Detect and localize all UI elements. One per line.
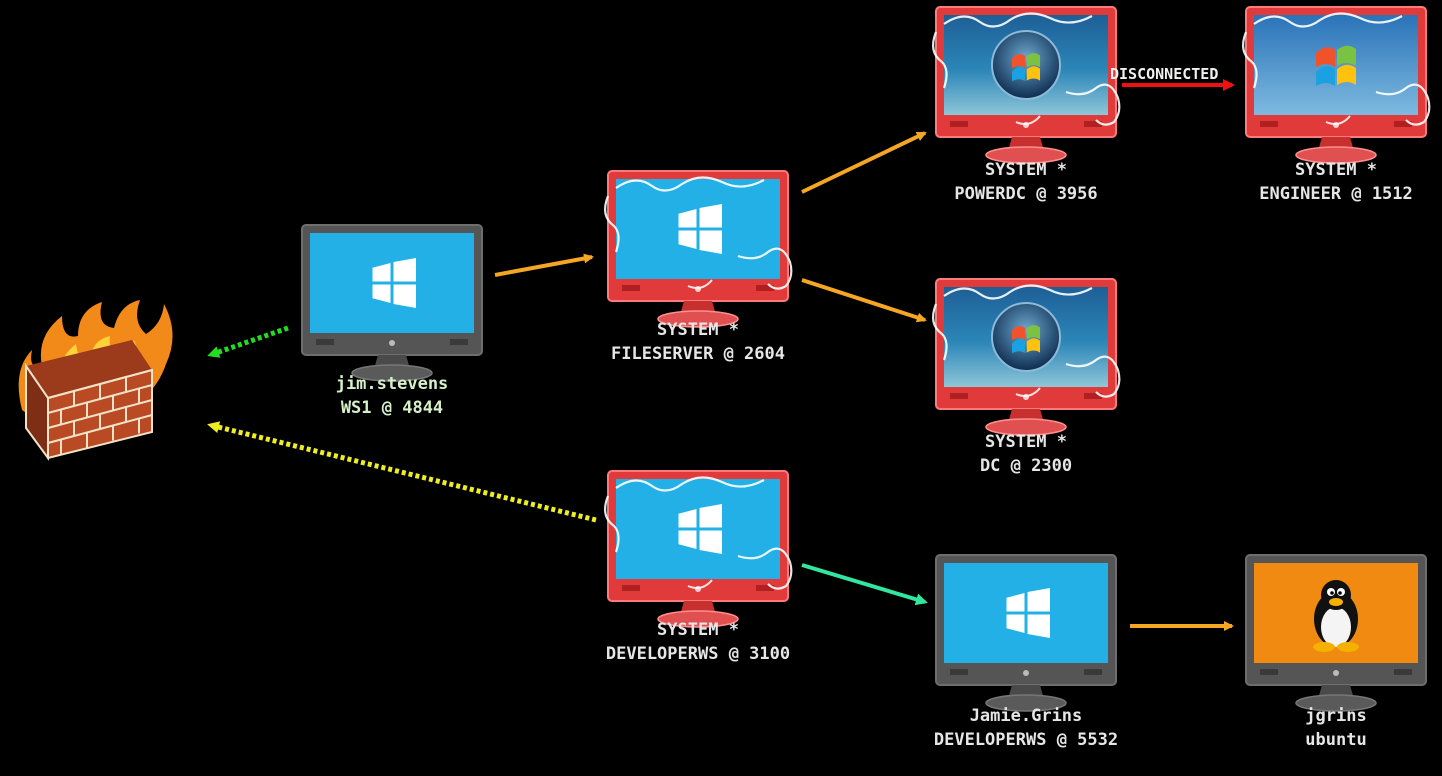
node-account: jim.stevens [335, 374, 449, 394]
windows8-logo-icon [372, 258, 416, 308]
node-label-developerws3100: SYSTEM * DEVELOPERWS @ 3100 [606, 618, 790, 666]
edges-layer [207, 79, 1235, 631]
edge-label-powerdc-engineer: DISCONNECTED [1110, 65, 1219, 83]
node-developerws5532[interactable] [935, 554, 1117, 712]
monitor-screen-ws1 [310, 233, 474, 333]
monitor-screen-developerws3100 [616, 479, 780, 579]
node-engineer[interactable] [1241, 6, 1431, 164]
node-host-pid: DEVELOPERWS @ 5532 [933, 730, 1119, 750]
node-label-powerdc: SYSTEM * POWERDC @ 3956 [954, 158, 1097, 206]
windows-xp-flag-icon [1316, 45, 1356, 86]
node-dc[interactable] [931, 278, 1121, 436]
node-host-pid: ubuntu [1305, 730, 1367, 750]
windows7-orb-icon [991, 302, 1061, 372]
node-host-pid: FILESERVER @ 2604 [611, 344, 785, 364]
node-fileserver[interactable] [603, 170, 793, 328]
node-account: SYSTEM * [1295, 160, 1377, 180]
node-ubuntu[interactable] [1245, 554, 1427, 712]
edge-developerws3100-to-firewall [207, 421, 597, 523]
node-account: jgrins [1305, 706, 1367, 726]
node-label-fileserver: SYSTEM * FILESERVER @ 2604 [611, 318, 785, 366]
node-firewall[interactable] [18, 300, 173, 462]
lightning-icon [603, 176, 793, 290]
node-host-pid: ENGINEER @ 1512 [1259, 184, 1413, 204]
node-label-engineer: SYSTEM * ENGINEER @ 1512 [1259, 158, 1413, 206]
monitor-screen-fileserver [616, 179, 780, 279]
edge-fileserver-to-powerdc [801, 131, 927, 194]
node-host-pid: WS1 @ 4844 [340, 398, 444, 418]
edge-developerws3100-to-developerws5532 [801, 563, 928, 606]
windows8-logo-icon [678, 504, 722, 554]
node-host-pid: DC @ 2300 [979, 456, 1073, 476]
node-account: SYSTEM * [657, 320, 739, 340]
tux-linux-icon [1313, 580, 1359, 652]
windows8-logo-icon [678, 204, 722, 254]
node-account: SYSTEM * [985, 432, 1067, 452]
monitor-screen-engineer [1254, 15, 1418, 115]
nodes-layer [18, 6, 1431, 712]
lightning-icon [931, 284, 1121, 398]
node-host-pid: DEVELOPERWS @ 3100 [605, 644, 791, 664]
edge-ws1-to-firewall [207, 325, 289, 358]
node-account: Jamie.Grins [969, 706, 1083, 726]
edge-fileserver-to-dc [801, 278, 927, 323]
node-ws1[interactable] [301, 224, 483, 382]
edge-ws1-to-fileserver [494, 253, 594, 277]
lightning-icon [931, 12, 1121, 126]
node-account: SYSTEM * [657, 620, 739, 640]
node-developerws3100[interactable] [603, 470, 793, 628]
node-label-ubuntu: jgrins ubuntu [1305, 704, 1366, 752]
monitor-screen-developerws5532 [944, 563, 1108, 663]
lightning-icon [1241, 12, 1431, 126]
windows8-logo-icon [1006, 588, 1050, 638]
lightning-icon [603, 476, 793, 590]
windows7-orb-icon [991, 30, 1061, 100]
brick-wall-icon [25, 340, 153, 462]
node-label-dc: SYSTEM * DC @ 2300 [980, 430, 1072, 478]
node-account: SYSTEM * [985, 160, 1067, 180]
node-host-pid: POWERDC @ 3956 [954, 184, 1098, 204]
node-powerdc[interactable] [931, 6, 1121, 164]
